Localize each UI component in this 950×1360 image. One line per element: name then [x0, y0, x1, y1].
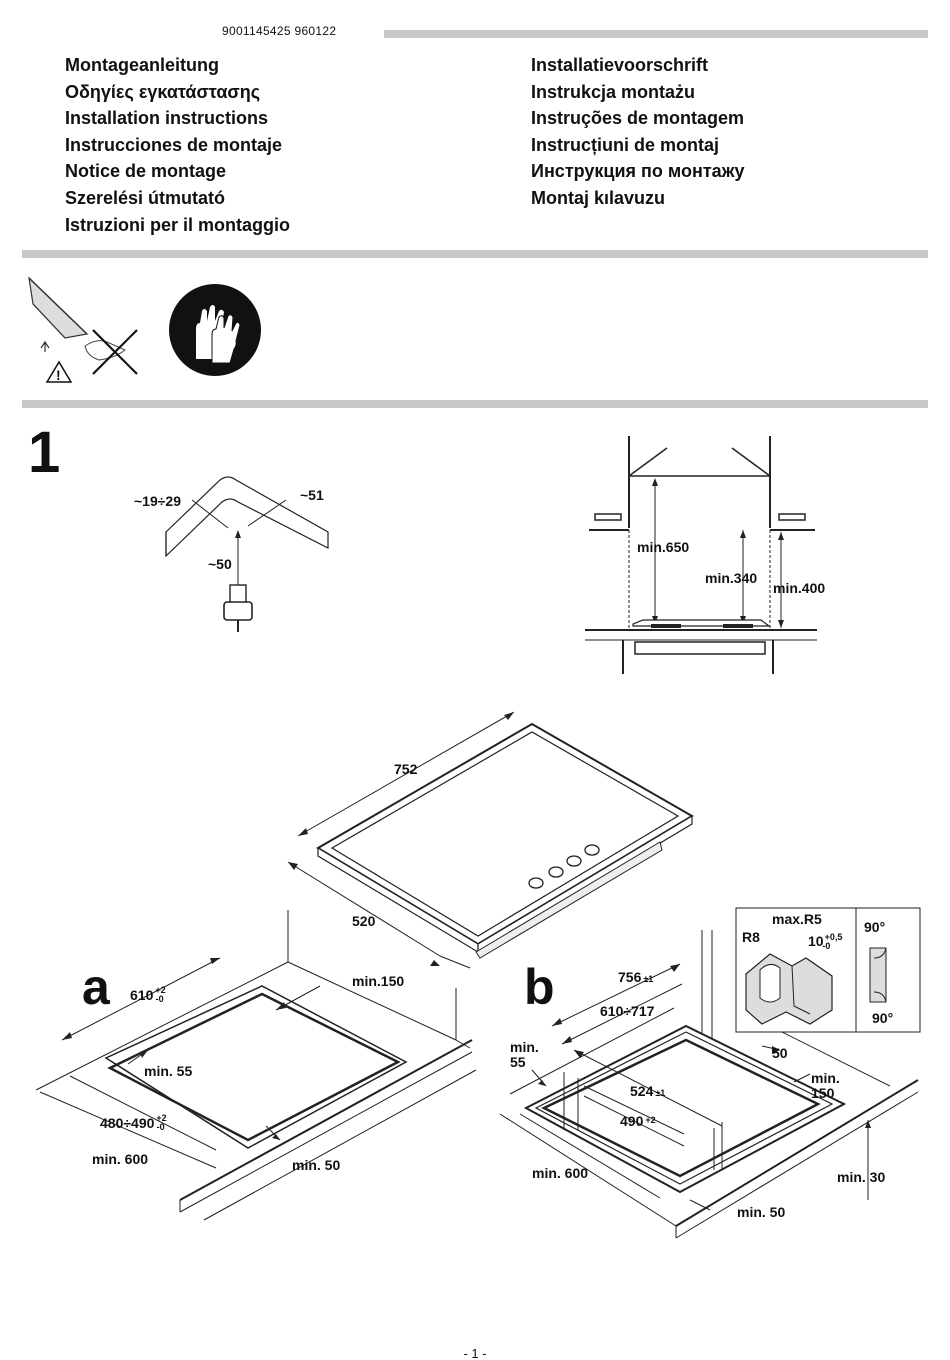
dim-b-depth: 524±1: [630, 1083, 665, 1099]
dim-min-400: min.400: [773, 580, 825, 596]
dim-b-min-worktop: min. 600: [532, 1165, 588, 1181]
title-tr: Montaj kılavuzu: [531, 187, 666, 208]
svg-text:!: !: [56, 367, 61, 383]
hob-diagram: 752 520: [287, 711, 694, 969]
dim-b-radius: R8: [742, 929, 760, 945]
dim-a-width: 610+2-0: [130, 985, 166, 1004]
variant-a-label: a: [82, 959, 110, 1015]
dim-b-width-range: 610÷717: [600, 1003, 655, 1019]
title-es: Instrucciones de montaje: [65, 134, 283, 155]
page-number: - 1 -: [463, 1346, 487, 1360]
dim-gas-left: ~19÷29: [134, 493, 181, 509]
dim-gas-height: ~50: [208, 556, 232, 572]
title-hu: Szerelési útmutató: [65, 187, 226, 208]
dim-b-min-side-b: 55: [510, 1054, 526, 1070]
title-ro: Instrucțiuni de montaj: [531, 134, 720, 155]
wear-gloves-icon: [169, 284, 261, 376]
header-bar: [384, 30, 928, 38]
title-nl: Installatievoorschrift: [531, 55, 709, 75]
sharp-edge-warning-icon: !: [28, 276, 138, 383]
title-el: Οδηγίες εγκατάστασης: [65, 81, 261, 102]
dim-min-340: min.340: [705, 570, 757, 586]
title-ru: Инструкция по монтажу: [531, 161, 745, 182]
dim-b-min-back-b: 150: [811, 1085, 835, 1101]
dim-b-angle-top: 90°: [864, 919, 885, 935]
titles-right: Installatievoorschrift Instrukcja montaż…: [531, 52, 744, 212]
dim-b-rim: 50: [772, 1045, 788, 1061]
separator-bar-1: [22, 250, 928, 258]
dim-a-min-worktop: min. 600: [92, 1151, 148, 1167]
dim-b-min-front: min. 50: [737, 1204, 785, 1220]
step-number: 1: [28, 420, 61, 485]
title-pt: Instruções de montagem: [531, 108, 745, 129]
dim-gas-right: ~51: [300, 487, 324, 503]
dim-hob-width: 752: [394, 761, 418, 777]
title-en: Installation instructions: [65, 108, 269, 129]
dim-a-min-back: min.150: [352, 973, 404, 989]
dim-a-min-side: min. 55: [144, 1063, 192, 1079]
dim-a-min-front: min. 50: [292, 1157, 340, 1173]
dim-b-angle-bottom: 90°: [872, 1010, 893, 1026]
title-pl: Instrukcja montażu: [531, 81, 696, 102]
dim-a-depth: 480÷490+2-0: [100, 1113, 167, 1132]
hood-clearance-diagram: min.650 min.340 min.400: [585, 436, 825, 674]
gas-connection-diagram: ~19÷29 ~51 ~50: [134, 476, 329, 632]
dim-b-width-total: 756±1: [618, 969, 653, 985]
edge-detail-inset: [735, 907, 921, 1033]
titles-left: Montageanleitung Οδηγίες εγκατάστασης In…: [65, 52, 290, 238]
title-fr: Notice de montage: [65, 161, 227, 182]
dim-b-min-side-a: min.: [510, 1039, 539, 1055]
document-number: 9001145425 960122: [222, 24, 337, 38]
dim-b-inner-depth: 490+2: [620, 1113, 656, 1129]
cutout-a-diagram: 610+2-0 min.150 min. 55 480÷490+2-0 min.…: [35, 910, 477, 1221]
dim-b-detail-depth: 10+0,5-0: [808, 932, 842, 951]
dim-b-min-thickness: min. 30: [837, 1169, 885, 1185]
cutout-b-diagram: max.R5 R8 10+0,5-0 90° 90° 756±1 610÷717…: [499, 907, 921, 1239]
dim-hob-depth: 520: [352, 913, 376, 929]
title-it: Istruzioni per il montaggio: [65, 214, 290, 235]
dim-b-min-back-a: min.: [811, 1070, 840, 1086]
dim-b-radius-max: max.R5: [772, 911, 822, 927]
title-de: Montageanleitung: [65, 55, 219, 75]
dim-min-650: min.650: [637, 539, 689, 555]
separator-bar-2: [22, 400, 928, 408]
variant-b-label: b: [524, 959, 555, 1015]
